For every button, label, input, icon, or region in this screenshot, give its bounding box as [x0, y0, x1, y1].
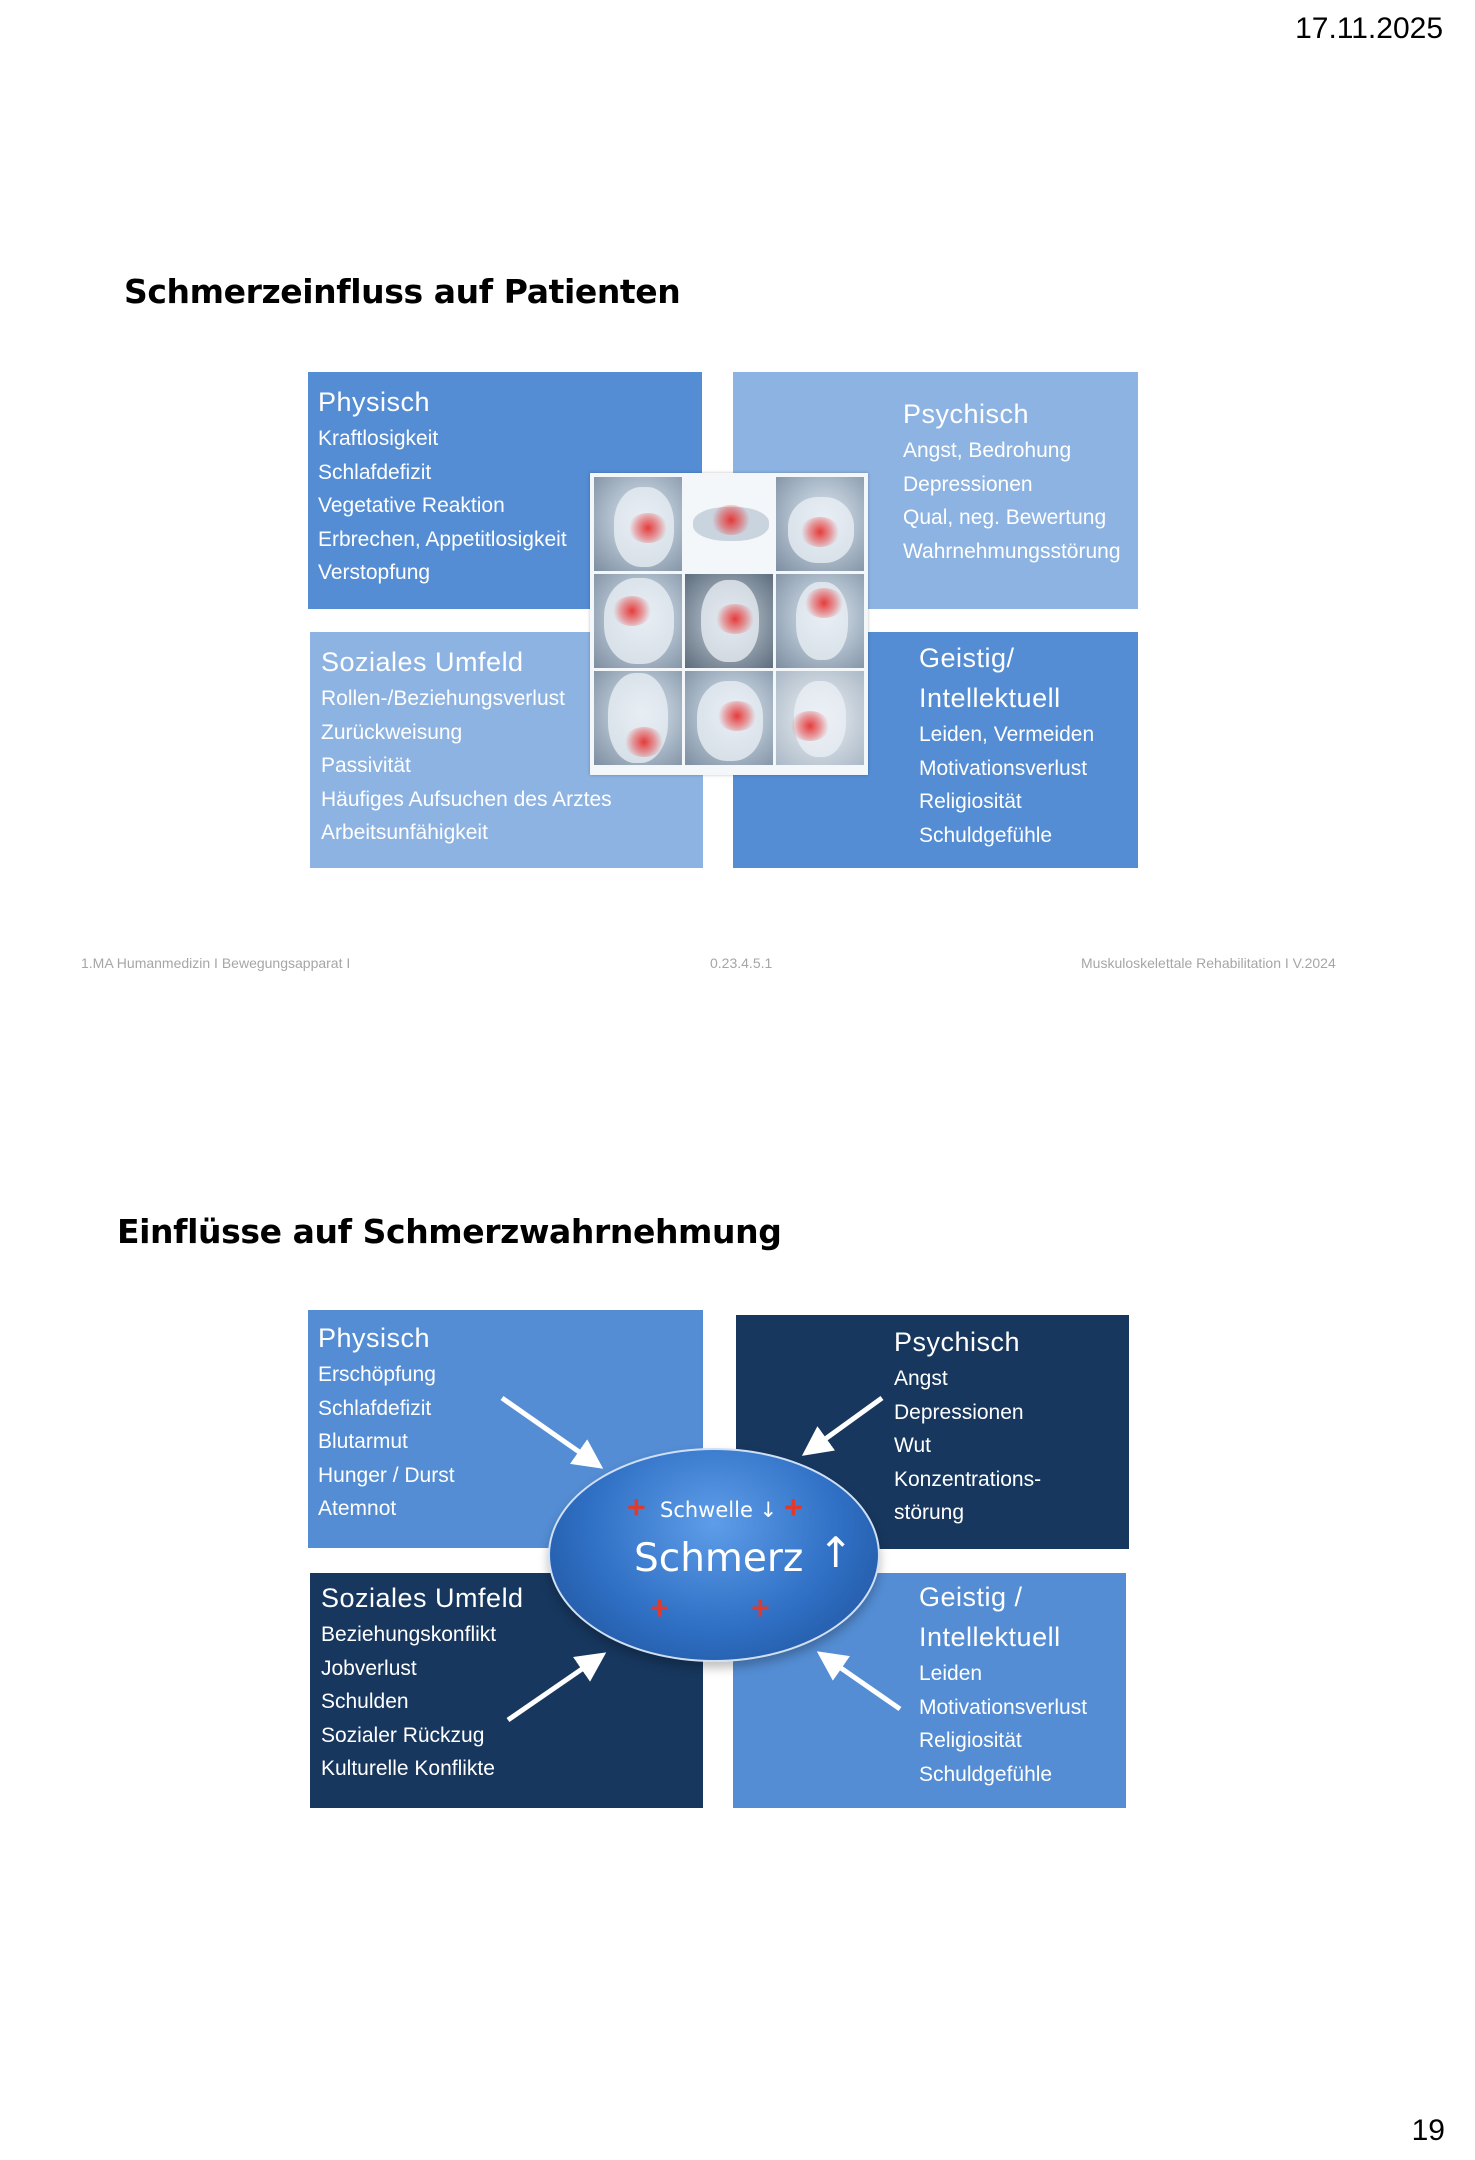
psychisch-heading: Psychisch [903, 399, 1030, 429]
list-item: Motivationsverlust [919, 756, 1088, 780]
slide1-title: Schmerzeinfluss auf Patienten [124, 272, 681, 311]
list-item: Verstopfung [318, 561, 431, 584]
list-item: Erbrechen, Appetitlosigkeit [318, 527, 567, 551]
list-item: Kulturelle Konflikte [321, 1757, 495, 1780]
list-item: Depressionen [894, 1400, 1024, 1424]
photo-back-shoulder-pain [594, 574, 682, 668]
photo-lower-back-pain [594, 671, 682, 765]
list-item: Rollen-/Beziehungsverlust [321, 687, 565, 710]
list-item: Beziehungskonflikt [321, 1623, 497, 1646]
arrow-geistig [816, 1651, 902, 1712]
list-item: Wut [894, 1434, 931, 1457]
plus-sign: + [627, 1489, 646, 1525]
physisch-heading: Physisch [318, 1323, 431, 1353]
list-item: Erschöpfung [318, 1363, 436, 1386]
list-item: Leiden [919, 1662, 983, 1685]
slide2-title: Einflüsse auf Schmerzwahrnehmung [117, 1212, 782, 1251]
list-item: Religiosität [919, 790, 1022, 813]
list-item: störung [894, 1501, 965, 1524]
list-item: Schlafdefizit [318, 460, 432, 484]
list-item: Religiosität [919, 1729, 1022, 1752]
sozial-heading: Soziales Umfeld [321, 1583, 524, 1613]
geistig-heading-line2: Intellektuell [919, 1622, 1061, 1652]
list-item: Vegetative Reaktion [318, 494, 505, 517]
footer-left: 1.MA Humanmedizin I Bewegungsapparat I [81, 955, 351, 971]
list-item: Kraftlosigkeit [318, 427, 439, 450]
arrow-psychisch [801, 1395, 884, 1456]
photo-neck-pain [685, 671, 773, 765]
list-item: Passivität [321, 754, 411, 777]
plus-sign: + [751, 1590, 770, 1626]
schwelle-label: Schwelle ↓ [660, 1498, 778, 1522]
geistig-heading-line2: Intellektuell [919, 683, 1061, 713]
list-item: Angst, Bedrohung [903, 439, 1072, 462]
list-item: Motivationsverlust [919, 1695, 1088, 1719]
arrow-physisch [500, 1395, 604, 1469]
list-item: Schulden [321, 1690, 409, 1713]
list-item: Häufiges Aufsuchen des Arztes [321, 787, 612, 811]
pain-photo-collage [590, 473, 868, 775]
list-item: Zurückweisung [321, 720, 463, 744]
photo-hand-pain [685, 477, 773, 571]
photo-face-pain [776, 671, 864, 765]
slide2-sozial-box: Soziales Umfeld Beziehungskonflikt Jobve… [310, 1573, 703, 1808]
plus-sign: + [650, 1590, 669, 1626]
list-item: Blutarmut [318, 1430, 408, 1453]
list-item: Hunger / Durst [318, 1463, 455, 1487]
list-item: Leiden, Vermeiden [919, 723, 1095, 746]
photo-elbow-pain [776, 477, 864, 571]
list-item: Schuldgefühle [919, 823, 1053, 847]
list-item: Jobverlust [321, 1656, 417, 1680]
list-item: Sozialer Rückzug [321, 1723, 485, 1747]
schmerz-ellipse: + Schwelle ↓ + Schmerz ↑ + + [548, 1448, 880, 1662]
geistig-heading-line1: Geistig / [919, 1582, 1023, 1612]
list-item: Qual, neg. Bewertung [903, 506, 1107, 529]
list-item: Wahrnehmungsstörung [903, 539, 1121, 563]
psychisch-heading: Psychisch [894, 1327, 1021, 1357]
list-item: Schlafdefizit [318, 1396, 432, 1420]
list-item: Depressionen [903, 472, 1033, 496]
slide2-geistig-box: Geistig / Intellektuell Leiden Motivatio… [733, 1573, 1126, 1808]
photo-headache [776, 574, 864, 668]
footer-center: 0.23.4.5.1 [710, 955, 773, 971]
up-arrow-icon: ↑ [818, 1528, 854, 1577]
list-item: Arbeitsunfähigkeit [321, 821, 488, 844]
list-item: Schuldgefühle [919, 1762, 1053, 1786]
schmerz-label: Schmerz [634, 1536, 804, 1581]
geistig-heading-line1: Geistig/ [919, 643, 1015, 673]
photo-shoulder-pain [594, 477, 682, 571]
arrow-sozial [506, 1652, 607, 1723]
plus-sign: + [784, 1489, 803, 1525]
list-item: Konzentrations- [894, 1467, 1042, 1491]
photo-chest-pain [685, 574, 773, 668]
physisch-heading: Physisch [318, 387, 431, 417]
list-item: Angst [894, 1367, 948, 1390]
page-number: 19 [1411, 2114, 1445, 2147]
sozial-heading: Soziales Umfeld [321, 647, 524, 677]
date: 17.11.2025 [1295, 12, 1443, 45]
footer-right: Muskuloskelettale Rehabilitation I V.202… [1081, 955, 1336, 971]
list-item: Atemnot [318, 1497, 397, 1520]
